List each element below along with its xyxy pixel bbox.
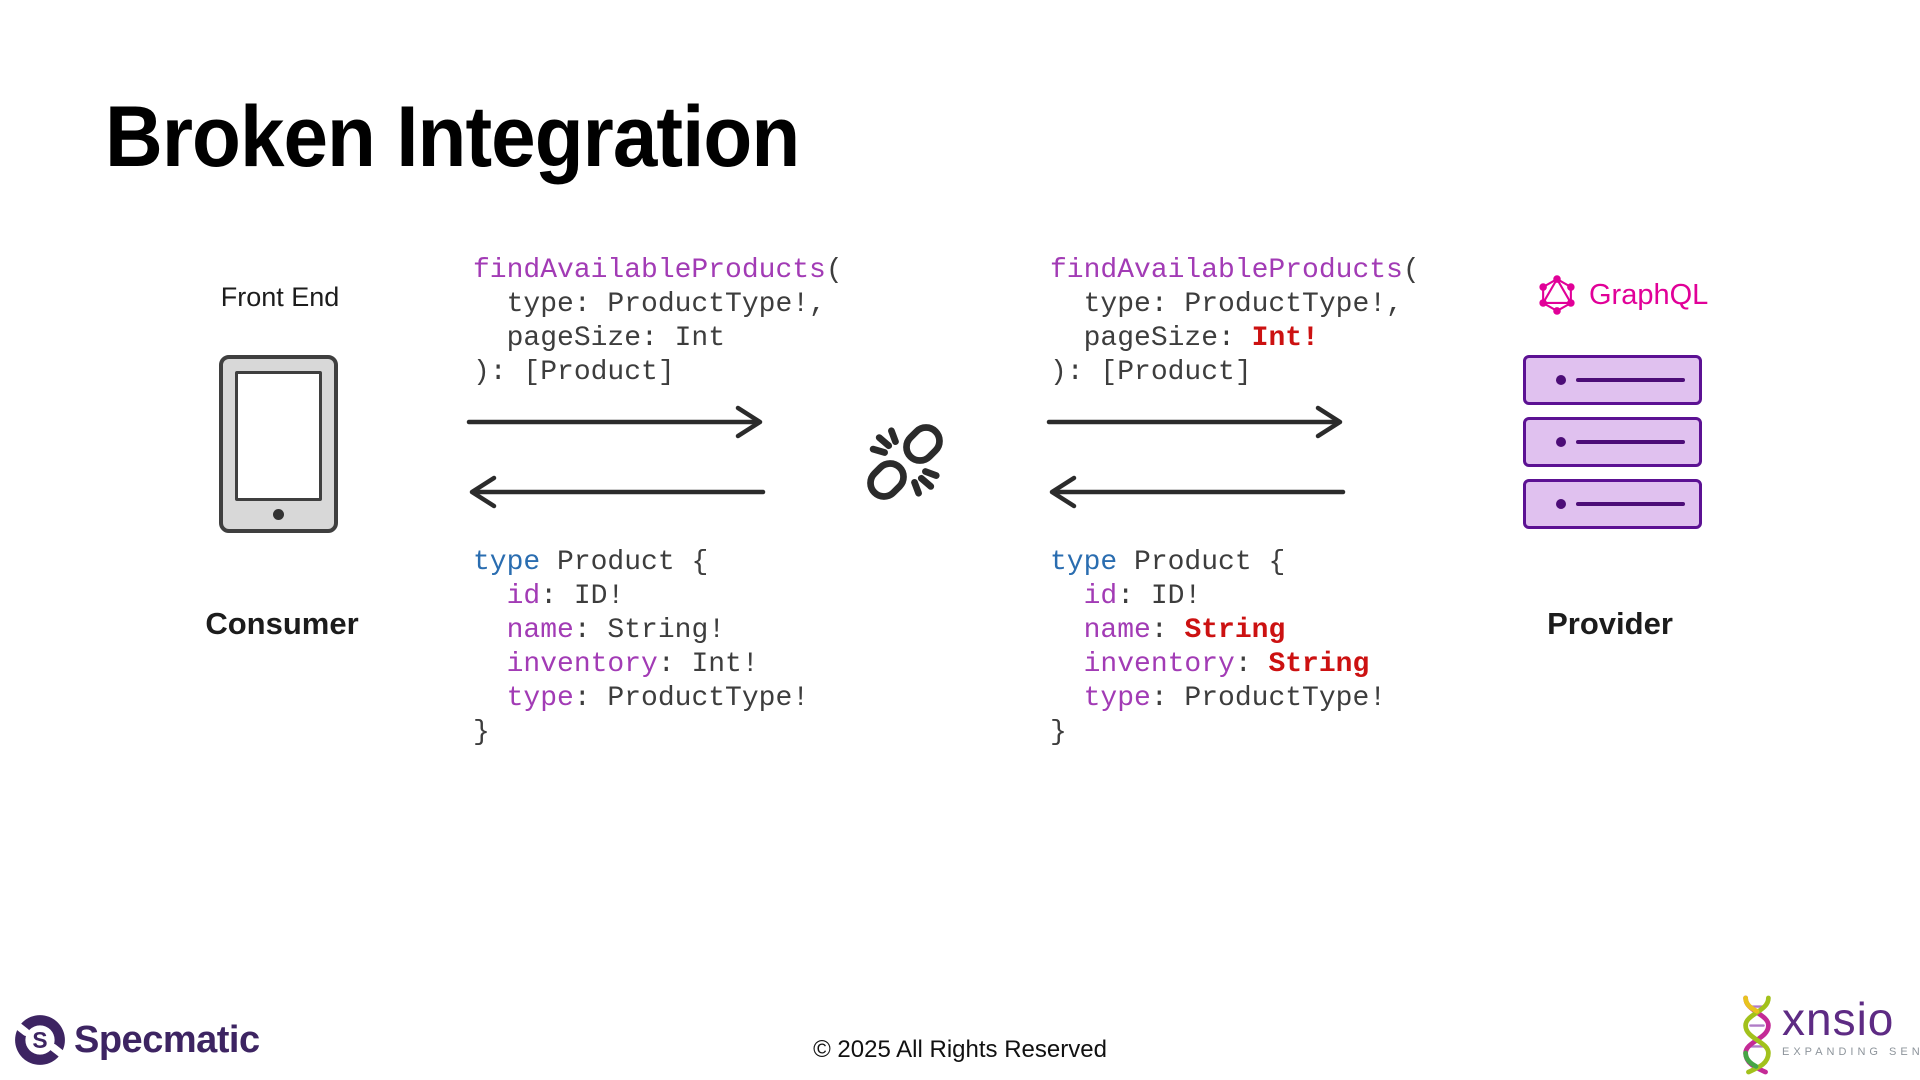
server-stack-icon <box>1523 355 1702 541</box>
server-row <box>1523 355 1702 405</box>
tablet-icon <box>219 355 338 533</box>
provider-type-code: type Product { id: ID! name: String inve… <box>1050 547 1387 748</box>
server-led-dot <box>1556 499 1566 509</box>
provider-response-arrow <box>1049 475 1346 509</box>
server-led-dot <box>1556 375 1566 385</box>
xnsio-wordmark: xnsio <box>1782 993 1895 1045</box>
copyright-text: © 2025 All Rights Reserved <box>813 1036 1107 1063</box>
consumer-type-code: type Product { id: ID! name: String! inv… <box>473 547 810 748</box>
specmatic-logo: S Specmatic <box>14 1014 260 1066</box>
tablet-screen <box>235 371 322 501</box>
svg-text:S: S <box>32 1027 47 1053</box>
server-led-dot <box>1556 437 1566 447</box>
tablet-home-button <box>273 509 284 520</box>
server-slot-line <box>1576 502 1685 506</box>
consumer-label: Consumer <box>205 606 359 641</box>
broken-link-icon <box>867 424 943 500</box>
graphql-logo: GraphQL <box>1536 274 1708 316</box>
server-row <box>1523 479 1702 529</box>
server-row <box>1523 417 1702 467</box>
specmatic-icon: S <box>14 1015 66 1065</box>
xnsio-logo: xnsio EXPANDING SENSE <box>1738 995 1920 1075</box>
graphql-label: GraphQL <box>1589 278 1709 311</box>
consumer-query-code: findAvailableProducts( type: ProductType… <box>473 255 843 388</box>
provider-request-arrow <box>1046 405 1343 439</box>
server-slot-line <box>1576 378 1685 382</box>
page-title: Broken Integration <box>105 89 800 185</box>
server-slot-line <box>1576 440 1685 444</box>
dna-helix-icon <box>1743 995 1771 1075</box>
provider-query-code: findAvailableProducts( type: ProductType… <box>1050 255 1420 388</box>
graphql-icon <box>1539 275 1575 315</box>
consumer-request-arrow <box>466 405 763 439</box>
xnsio-tagline: EXPANDING SENSE <box>1782 1046 1920 1058</box>
provider-label: Provider <box>1547 606 1673 641</box>
specmatic-wordmark: Specmatic <box>74 1018 260 1061</box>
front-end-label: Front End <box>220 282 340 312</box>
consumer-response-arrow <box>469 475 766 509</box>
